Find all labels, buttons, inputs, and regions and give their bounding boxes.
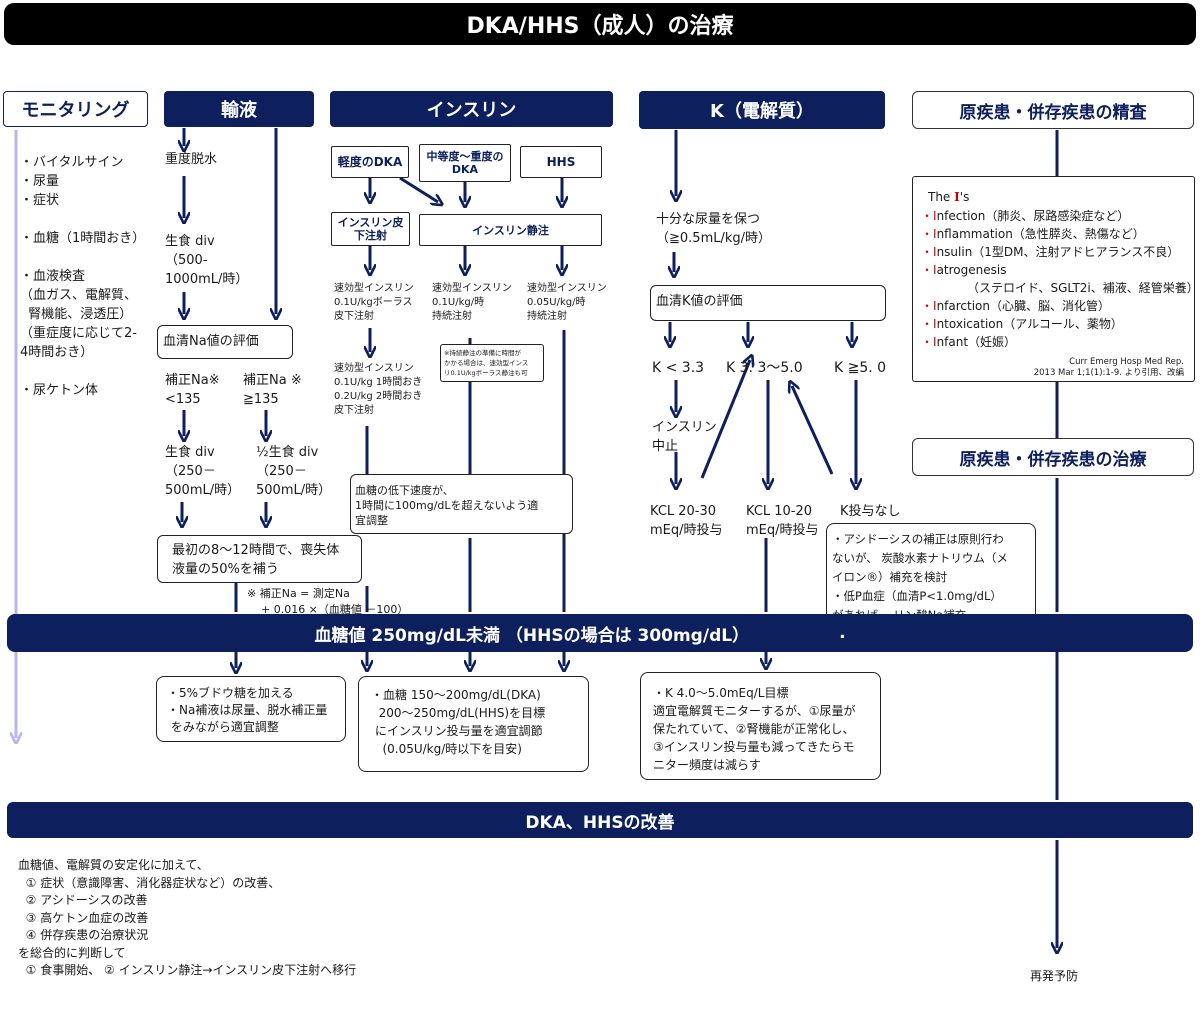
workup-item-text: atrogenesis: [936, 263, 1007, 277]
workup-item-text: nfection（肺炎、尿路感染症など）: [936, 209, 1130, 223]
kcl-high: KCL 20-30 mEq/時投与: [650, 504, 723, 538]
insulin-stop: インスリン 中止: [652, 420, 717, 454]
improvement-band: DKA、HHSの改善: [7, 802, 1193, 838]
workup-title-prefix: The: [928, 190, 955, 204]
replace-note: 最初の8～12時間で、喪失体 液量の50%を補う: [172, 543, 340, 577]
fluids-after: ・5%ブドウ糖を加える ・Na補液は尿量、脱水補正量 をみながら適宜調整: [167, 686, 328, 734]
workup-title-letter: I: [954, 190, 960, 204]
workup-header: 原疾患・併存疾患の精査: [912, 91, 1194, 129]
workup-bullet: ・: [921, 245, 934, 259]
glucose-band: 血糖値 250mg/dL未満 （HHSの場合は 300mg/dL） .: [7, 614, 1193, 652]
severe-dehydration: 重度脱水: [165, 152, 218, 167]
workup-item-text: （ステロイド、SGLT2i、補液、経管栄養）: [967, 281, 1199, 295]
na-high: 補正Na ※ ≧135: [243, 373, 302, 407]
insulin-after-box: ・血糖 150～200mg/dL(DKA) 200～250mg/dL(HHS)を…: [358, 676, 589, 772]
recurrence-prevention: 再発予防: [1030, 969, 1079, 983]
fluids-after-box: ・5%ブドウ糖を加える ・Na補液は尿量、脱水補正量 をみながら適宜調整: [156, 676, 346, 742]
workup-bullet: ・: [921, 227, 934, 241]
workup-list: ・Infection（肺炎、尿路感染症など）・Inflammation（急性膵炎…: [921, 207, 1199, 351]
insulin-iv-label: インスリン静注: [419, 214, 602, 246]
acidosis-note: ・アシドーシスの補正は原則行わ ないが、 炭酸水素ナトリウム（メ イロン®）補充…: [832, 532, 1008, 622]
iv-dka-dose: 速効型インスリン 0.1U/kg/時 持続注射: [432, 283, 512, 322]
iv-small-note: ※持続静注の準備に時間が かかる場合は、速効型インス リ0.1U/kgボーラス静…: [444, 349, 529, 377]
workup-item-letter: I: [933, 263, 937, 277]
rate-note-box: 血糖の低下速度が、 1時間に100mg/dLを超えないよう適 宜調整: [350, 474, 573, 534]
workup-item-text: nfarction（心臓、脳、消化管）: [936, 299, 1111, 313]
monitoring-header: モニタリング: [3, 91, 148, 127]
workup-bullet: ・: [921, 299, 934, 313]
workup-bullet: ・: [921, 317, 934, 331]
k-eval-label: 血清K値の評価: [656, 294, 743, 309]
workup-bullet: ・: [921, 209, 934, 223]
workup-item-text: nsulin（1型DM、注射アドヒアランス不良）: [936, 245, 1180, 259]
saline-half: ½生食 div （250－ 500mL/時）: [256, 445, 332, 498]
k-mid: K 3. 3～5.0: [726, 360, 803, 376]
fluids-header: 輸液: [164, 91, 314, 127]
rate-note: 血糖の低下速度が、 1時間に100mg/dLを超えないよう適 宜調整: [355, 484, 539, 527]
workup-item-letter: I: [933, 335, 937, 349]
treatment-header: 原疾患・併存疾患の治療: [912, 438, 1194, 476]
k-none: K投与なし: [840, 504, 901, 519]
potassium-after: ・K 4.0～5.0mEq/L目標 適宜電解質モニターするが、①尿量が 保たれて…: [653, 686, 856, 772]
workup-item-text: nfant（妊娠）: [936, 335, 1017, 349]
workup-item-letter: I: [933, 317, 937, 331]
glucose-band-dot: .: [839, 623, 846, 643]
iv-small-note-box: ※持続静注の準備に時間が かかる場合は、速効型インス リ0.1U/kgボーラス静…: [440, 344, 544, 382]
na-eval-box: 血清Na値の評価: [157, 325, 293, 359]
insulin-after: ・血糖 150～200mg/dL(DKA) 200～250mg/dL(HHS)を…: [371, 688, 546, 756]
workup-item: ・Intoxication（アルコール、薬物）: [921, 315, 1199, 333]
workup-item-letter: I: [933, 209, 937, 223]
workup-item: ・Inflammation（急性膵炎、熱傷など）: [921, 225, 1199, 243]
insulin-subq-label: インスリン皮 下注射: [331, 212, 410, 246]
urine-output: 十分な尿量を保つ （≧0.5mL/kg/時）: [656, 212, 772, 246]
workup-bullet: ・: [921, 335, 934, 349]
workup-item: ・Insulin（1型DM、注射アドヒアランス不良）: [921, 243, 1199, 261]
workup-box: The I's ・Infection（肺炎、尿路感染症など）・Inflammat…: [912, 176, 1199, 382]
workup-item-letter: I: [933, 227, 937, 241]
saline-div: 生食 div （500- 1000mL/時）: [165, 234, 249, 287]
iv-hhs-dose: 速効型インスリン 0.05U/kg/時 持続注射: [527, 283, 607, 322]
mild-dka-label: 軽度のDKA: [331, 146, 409, 178]
workup-item-text: nflammation（急性膵炎、熱傷など）: [936, 227, 1145, 241]
workup-item: ・Infant（妊娠）: [921, 333, 1199, 351]
saline-low: 生食 div （250－ 500mL/時）: [165, 445, 241, 498]
workup-title-suffix: 's: [959, 190, 970, 204]
workup-title: The I's: [928, 189, 969, 205]
potassium-header: K（電解質）: [639, 91, 885, 129]
potassium-after-box: ・K 4.0～5.0mEq/L目標 適宜電解質モニターするが、①尿量が 保たれて…: [640, 672, 881, 780]
workup-item-letter: I: [933, 299, 937, 313]
mod-severe-dka-label: 中等度～重度の DKA: [419, 144, 511, 182]
hhs-label: HHS: [520, 146, 602, 178]
subq-cont: 速効型インスリン 0.1U/kg 1時間おき 0.2U/kg 2時間おき 皮下注…: [334, 363, 423, 416]
improvement-criteria: 血糖値、電解質の安定化に加えて、 ① 症状（意識障害、消化器症状など）の改善、 …: [18, 858, 357, 977]
subq-dose: 速効型インスリン 0.1U/kgボーラス 皮下注射: [334, 283, 414, 322]
workup-item-letter: I: [933, 245, 937, 259]
workup-item: ・Infection（肺炎、尿路感染症など）: [921, 207, 1199, 225]
glucose-band-label: 血糖値 250mg/dL未満 （HHSの場合は 300mg/dL）: [314, 625, 750, 646]
page-title: DKA/HHS（成人）の治療: [4, 3, 1196, 45]
na-low: 補正Na※ <135: [165, 373, 220, 407]
k-high: K ≧5. 0: [834, 360, 887, 376]
workup-item-text: ntoxication（アルコール、薬物）: [936, 317, 1123, 331]
insulin-header: インスリン: [330, 91, 613, 127]
workup-item: （ステロイド、SGLT2i、補液、経管栄養）: [927, 279, 1199, 297]
corrected-na-formula: ※ 補正Na = 測定Na + 0.016 ×（血糖値 －100）: [247, 587, 409, 616]
workup-citation: Curr Emerg Hosp Med Rep. 2013 Mar 1;1(1)…: [1033, 357, 1184, 378]
kcl-mid: KCL 10-20 mEq/時投与: [746, 504, 819, 538]
workup-item: ・Iatrogenesis: [921, 261, 1199, 279]
k-eval-box: 血清K値の評価: [650, 285, 886, 321]
monitoring-list: ・バイタルサイン ・尿量 ・症状 ・血糖（1時間おき） ・血液検査 （血ガス、電…: [20, 155, 146, 398]
workup-item: ・Infarction（心臓、脳、消化管）: [921, 297, 1199, 315]
replace-note-box: 最初の8～12時間で、喪失体 液量の50%を補う: [157, 535, 362, 583]
workup-bullet: ・: [921, 263, 934, 277]
na-eval-label: 血清Na値の評価: [163, 334, 259, 349]
k-low: K < 3.3: [652, 360, 705, 376]
